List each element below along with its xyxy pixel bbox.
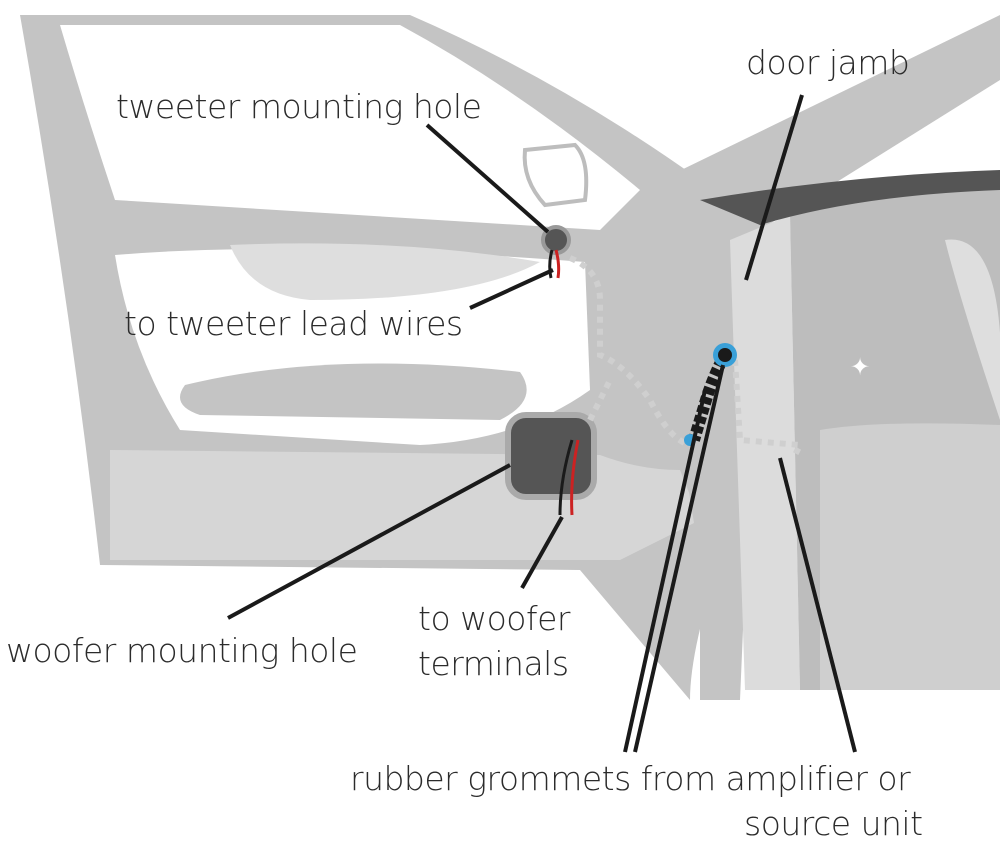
leader-tweeter-wires: [469, 268, 554, 310]
label-tweeter-lead-wires: to tweeter lead wires: [124, 304, 463, 343]
label-rubber-grommets-line1: rubber grommets from amplifier or: [350, 759, 911, 798]
dash-icon: ✦: [850, 353, 870, 381]
tweeter-black-wire: [548, 249, 554, 279]
label-woofer-mounting-hole: woofer mounting hole: [6, 631, 358, 670]
leader-grommets-c: [778, 457, 857, 753]
woofer-black-wire: [558, 439, 574, 516]
label-rubber-grommets-line2: source unit: [744, 804, 923, 843]
leader-tweeter-hole: [425, 123, 550, 234]
label-door-jamb: door jamb: [746, 43, 910, 82]
label-woofer-terminals-line2: terminals: [418, 644, 569, 683]
leader-woofer-terminals: [520, 516, 564, 589]
label-tweeter-mounting-hole: tweeter mounting hole: [116, 87, 482, 126]
woofer-mounting-hole: [505, 412, 597, 500]
a-pillar: [640, 15, 1000, 700]
lower-door-panel: [110, 450, 700, 560]
tweeter-red-wire: [554, 249, 561, 279]
side-mirror: [522, 142, 589, 208]
dotted-wire-woofer: [587, 378, 613, 422]
leader-grommets-b: [633, 364, 725, 753]
leader-grommets-a: [623, 389, 707, 753]
woofer-red-wire: [570, 439, 580, 516]
armrest: [180, 363, 527, 420]
door-window: [60, 25, 640, 230]
dotted-wire-body: [732, 359, 805, 457]
label-woofer-terminals-line1: to woofer: [418, 599, 570, 638]
steering-wheel: [945, 239, 1000, 420]
dotted-wire-tweeter: [568, 255, 691, 448]
door-handle-recess: [230, 243, 540, 300]
door-jamb-panel: [730, 215, 800, 690]
leader-woofer-hole: [227, 463, 511, 620]
floor-area: [820, 423, 1000, 690]
leader-door-jamb: [744, 94, 804, 281]
dash-top: [700, 170, 1000, 225]
